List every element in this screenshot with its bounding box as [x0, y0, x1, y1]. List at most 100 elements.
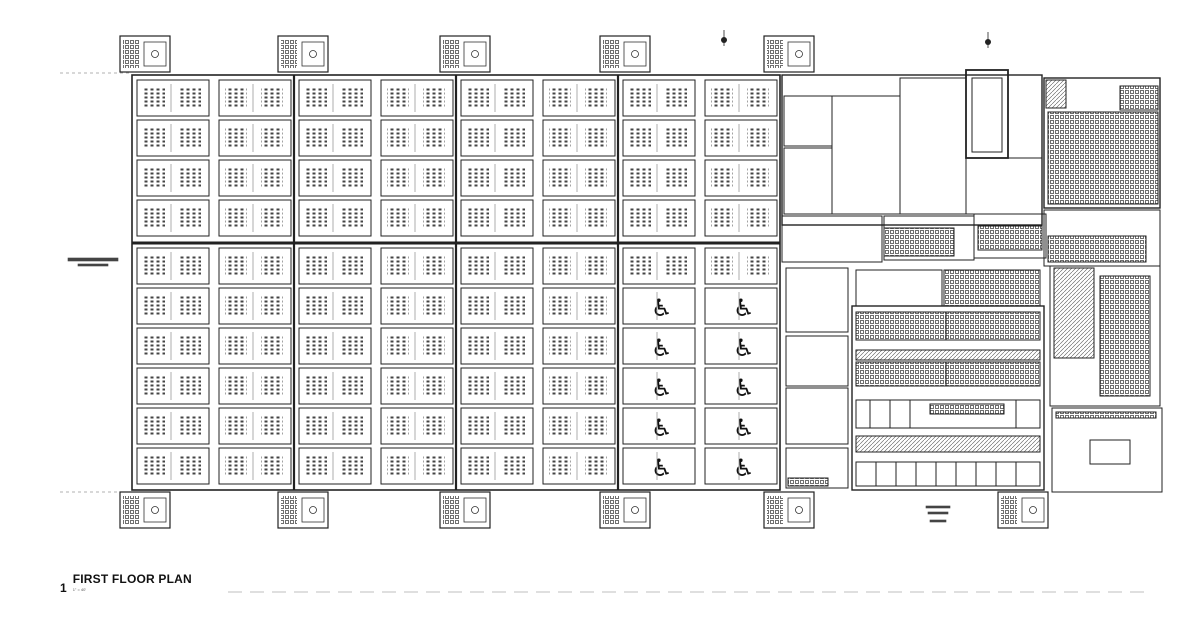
housing-unit — [218, 327, 292, 365]
housing-unit: ♿ — [622, 327, 696, 365]
stair-tower — [439, 35, 491, 73]
housing-unit — [136, 79, 210, 117]
stair-tower — [119, 491, 171, 529]
housing-unit: ♿ — [704, 287, 778, 325]
housing-unit — [622, 199, 696, 237]
housing-unit — [622, 159, 696, 197]
housing-unit: ♿ — [704, 447, 778, 485]
housing-unit — [136, 327, 210, 365]
housing-unit — [298, 247, 372, 285]
housing-unit — [380, 119, 454, 157]
housing-unit — [542, 447, 616, 485]
housing-unit — [298, 79, 372, 117]
central-core — [781, 69, 1047, 491]
housing-unit — [298, 327, 372, 365]
housing-unit — [542, 199, 616, 237]
housing-units: ♿♿♿♿♿♿♿♿♿♿ — [136, 79, 778, 485]
housing-unit — [298, 119, 372, 157]
housing-unit: ♿ — [622, 287, 696, 325]
housing-unit — [622, 247, 696, 285]
housing-unit — [460, 287, 534, 325]
stair-towers — [119, 35, 1049, 529]
housing-unit — [298, 159, 372, 197]
housing-unit — [542, 327, 616, 365]
housing-unit — [380, 287, 454, 325]
housing-unit — [460, 407, 534, 445]
wheelchair-icon: ♿ — [733, 294, 755, 322]
housing-unit — [460, 119, 534, 157]
housing-unit: ♿ — [704, 327, 778, 365]
housing-unit — [542, 247, 616, 285]
housing-unit — [380, 407, 454, 445]
housing-unit — [460, 199, 534, 237]
housing-unit — [460, 159, 534, 197]
housing-unit — [218, 447, 292, 485]
housing-unit — [704, 247, 778, 285]
housing-unit — [136, 447, 210, 485]
housing-unit — [380, 447, 454, 485]
housing-unit — [298, 407, 372, 445]
housing-unit — [218, 247, 292, 285]
drawing-title: FIRST FLOOR PLAN — [72, 572, 192, 586]
housing-unit — [542, 79, 616, 117]
housing-unit — [460, 367, 534, 405]
wheelchair-icon: ♿ — [733, 374, 755, 402]
housing-unit — [622, 79, 696, 117]
housing-unit — [542, 367, 616, 405]
drawing-title-block: 1 FIRST FLOOR PLAN 1" = 40' — [60, 572, 192, 595]
wheelchair-icon: ♿ — [651, 294, 673, 322]
stair-tower — [439, 491, 491, 529]
housing-unit: ♿ — [704, 407, 778, 445]
housing-unit — [704, 79, 778, 117]
housing-unit — [380, 159, 454, 197]
housing-unit — [460, 247, 534, 285]
stair-tower — [763, 491, 815, 529]
housing-unit — [218, 407, 292, 445]
wheelchair-icon: ♿ — [651, 334, 673, 362]
housing-unit — [704, 119, 778, 157]
wheelchair-icon: ♿ — [651, 374, 673, 402]
housing-unit — [460, 447, 534, 485]
housing-unit — [298, 447, 372, 485]
housing-unit — [380, 199, 454, 237]
housing-unit — [542, 159, 616, 197]
housing-unit — [542, 119, 616, 157]
stair-tower — [277, 491, 329, 529]
housing-unit — [380, 247, 454, 285]
housing-unit — [380, 367, 454, 405]
housing-unit: ♿ — [704, 367, 778, 405]
stair-tower — [997, 491, 1049, 529]
stair-tower — [119, 35, 171, 73]
housing-unit — [460, 79, 534, 117]
housing-unit — [622, 119, 696, 157]
housing-unit — [136, 287, 210, 325]
housing-unit — [136, 407, 210, 445]
housing-unit — [218, 159, 292, 197]
housing-unit — [218, 119, 292, 157]
housing-unit — [136, 247, 210, 285]
stair-tower — [599, 491, 651, 529]
housing-unit — [460, 327, 534, 365]
housing-unit — [298, 367, 372, 405]
drawing-scale: 1" = 40' — [72, 587, 87, 592]
housing-block: ♿♿♿♿♿♿♿♿♿♿ — [131, 74, 781, 491]
stair-tower — [599, 35, 651, 73]
housing-unit — [218, 367, 292, 405]
housing-unit — [136, 159, 210, 197]
wheelchair-icon: ♿ — [733, 334, 755, 362]
housing-unit — [542, 287, 616, 325]
housing-unit: ♿ — [622, 447, 696, 485]
housing-unit — [542, 407, 616, 445]
housing-unit — [218, 199, 292, 237]
wheelchair-icon: ♿ — [733, 454, 755, 482]
housing-unit: ♿ — [622, 367, 696, 405]
stair-tower — [763, 35, 815, 73]
housing-unit — [298, 287, 372, 325]
housing-unit — [136, 199, 210, 237]
housing-unit — [298, 199, 372, 237]
housing-unit — [218, 287, 292, 325]
housing-unit — [380, 327, 454, 365]
wheelchair-icon: ♿ — [733, 414, 755, 442]
housing-unit — [218, 79, 292, 117]
